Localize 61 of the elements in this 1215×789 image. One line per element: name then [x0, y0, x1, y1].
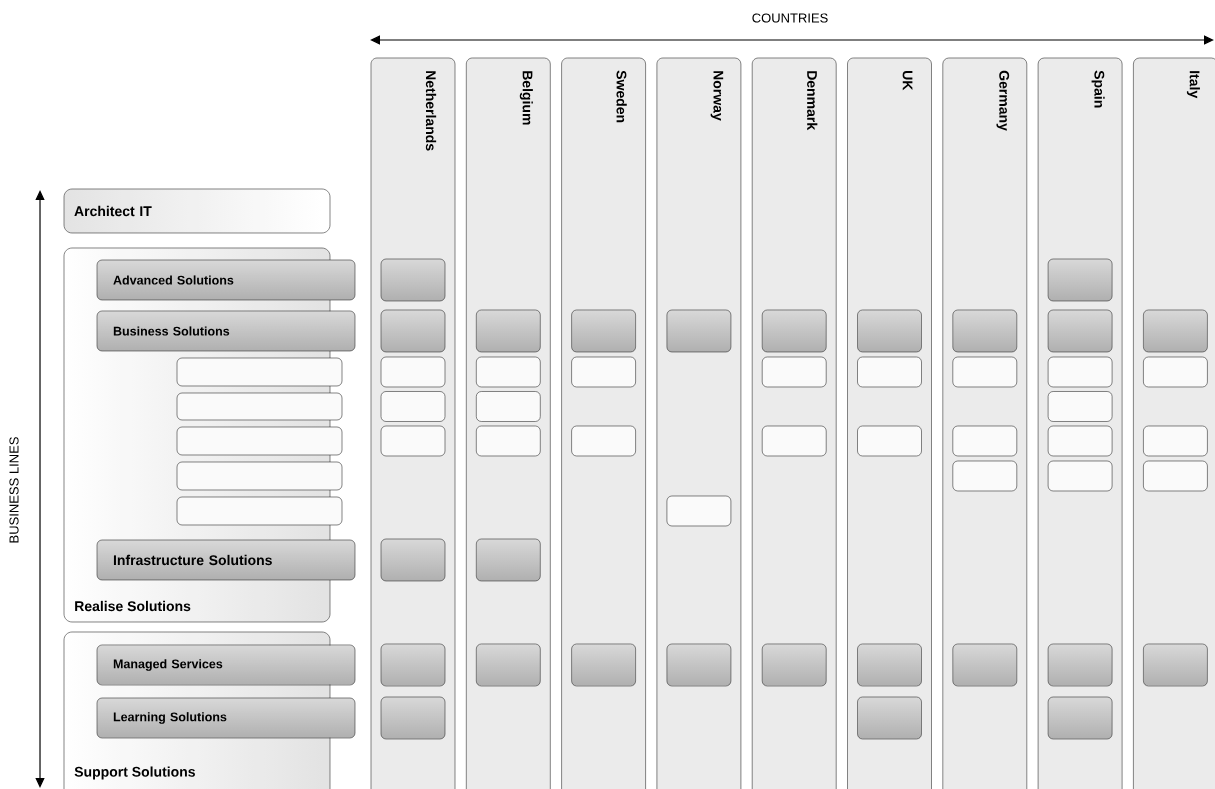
grid-cell [857, 696, 922, 740]
grid-cell [380, 356, 446, 388]
grid-cell [476, 356, 541, 388]
grid-cell [952, 460, 1018, 492]
grid-cell [380, 425, 446, 457]
grid-cell [666, 309, 732, 353]
grid-cell [952, 425, 1018, 457]
business-line-box: Learning Solutions [96, 697, 356, 739]
grid-cell [857, 425, 922, 457]
grid-cell [1047, 391, 1113, 422]
grid-cell [857, 309, 922, 353]
grid-cell [1143, 460, 1208, 492]
product-box [176, 392, 343, 421]
product-box [176, 496, 343, 526]
grid-cell [761, 309, 827, 353]
grid-cell [952, 643, 1018, 687]
grid-cell [761, 643, 827, 687]
product-box [176, 426, 343, 456]
grid-cell [380, 391, 446, 422]
business-line-band: Architect IT [63, 188, 331, 234]
grid-cell [476, 391, 541, 422]
product-box [176, 461, 343, 491]
grid-cell [1143, 425, 1208, 457]
grid-cell [380, 309, 446, 353]
business-line-box: Infrastructure Solutions [96, 539, 356, 581]
grid-cell [857, 356, 922, 388]
grid-cell [857, 643, 922, 687]
grid-cell [666, 643, 732, 687]
grid-cell [1047, 309, 1113, 353]
grid-cell [476, 643, 541, 687]
grid-cell [952, 356, 1018, 388]
grid-cell [1047, 643, 1113, 687]
grid-cell [571, 643, 636, 687]
grid-cell [380, 258, 446, 302]
business-line-box: Advanced Solutions [96, 259, 356, 301]
grid-cell [380, 696, 446, 740]
grid-cell [1143, 309, 1208, 353]
grid-cell [1047, 258, 1113, 302]
grid-cell [571, 425, 636, 457]
grid-cell [476, 309, 541, 353]
axis-label: COUNTRIES [752, 13, 828, 23]
grid-cell [380, 538, 446, 582]
grid-cell [1143, 643, 1208, 687]
business-line-box: Business Solutions [96, 310, 356, 352]
grid-cell [666, 495, 732, 527]
grid-cell [1047, 425, 1113, 457]
grid-cell [571, 356, 636, 388]
grid-cell [1047, 356, 1113, 388]
product-box [176, 357, 343, 387]
business-line-box: Managed Services [96, 644, 356, 686]
grid-cell [761, 425, 827, 457]
grid-cell [1047, 460, 1113, 492]
grid-cell [1047, 696, 1113, 740]
grid-cell [1143, 356, 1208, 388]
grid-cell [380, 643, 446, 687]
axis-label: BUSINESS LINES [9, 437, 19, 543]
grid-cell [761, 356, 827, 388]
grid-cell [952, 309, 1018, 353]
grid-cell [476, 425, 541, 457]
grid-cell [476, 538, 541, 582]
grid-cell [571, 309, 636, 353]
